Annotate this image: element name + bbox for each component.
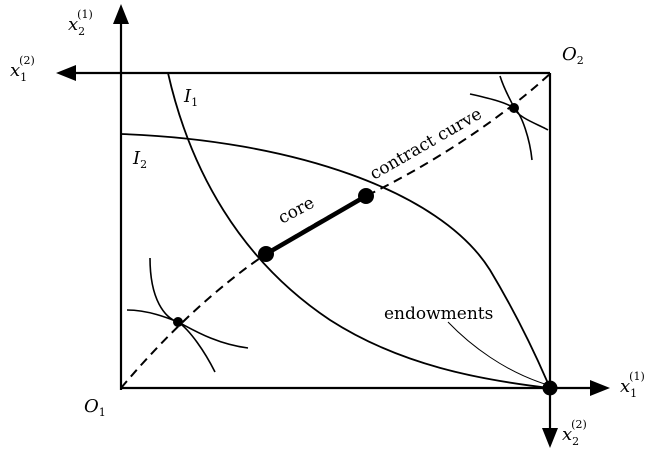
label-o1: O1 [84,396,106,419]
core-endpoint-lower [258,246,274,262]
indifference-curve-i2 [120,133,551,389]
x1-2-axis-arrowhead [56,65,76,81]
contract-curve [120,71,553,389]
x2-2-axis-arrowhead [542,428,558,448]
x1-1-axis-arrowhead [590,380,610,396]
lower-tangency-curve-b [126,309,216,373]
label-endowments: endowments [384,304,493,324]
indifference-curve-i1 [167,72,551,389]
upper-tangency-curve-a [499,75,549,131]
core-endpoint-upper [358,188,374,204]
label-x2-2: x2(2) [562,418,587,448]
core-segment [264,194,368,256]
label-contract-curve: contract curve [367,104,486,184]
label-x1-2: x1(2) [10,54,35,84]
endowment-point [542,380,558,396]
label-x2-1: x2(1) [68,8,93,38]
upper-tangency-point [509,103,519,113]
x2-1-axis-arrowhead [113,4,129,24]
label-i2: I2 [132,148,147,171]
label-i1: I1 [183,86,198,109]
lower-tangency-curve-a [149,257,249,349]
lower-tangency-point [173,317,183,327]
label-x1-1: x1(1) [620,370,645,400]
endowments-leader-line [447,321,549,386]
label-core: core [275,193,318,228]
label-o2: O2 [562,44,584,67]
axes [56,4,610,448]
upper-tangency-curve-b [469,93,533,161]
